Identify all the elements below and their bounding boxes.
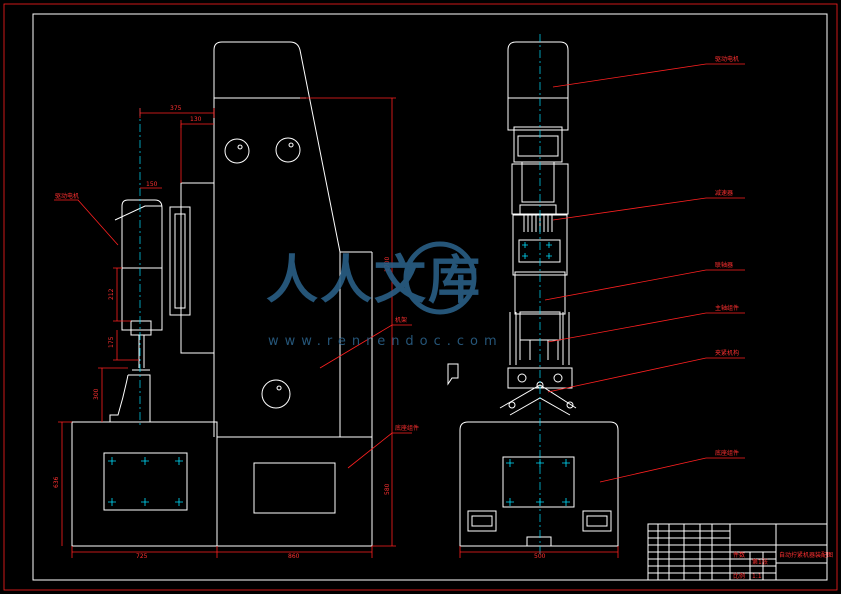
watermark: 人人文库 www.renrendoc.com <box>266 241 503 349</box>
callout-mid3: 主轴组件 <box>715 304 739 312</box>
material-label: 件数 <box>733 551 745 559</box>
inner-border <box>32 13 828 581</box>
callout-mid4: 夹紧机构 <box>715 349 739 357</box>
side-base-window <box>103 452 188 511</box>
side-dimensions: 375 130 150 212 175 300 636 725 860 1700… <box>53 97 419 560</box>
callout-mid1: 减速器 <box>715 189 733 197</box>
dim-300: 300 <box>93 388 100 400</box>
dim-725: 725 <box>136 553 148 560</box>
dim-130: 130 <box>190 116 202 123</box>
front-dimensions: 500 驱动电机 减速器 联轴器 主轴组件 夹紧机构 底座组件 <box>459 55 745 560</box>
dim-860: 860 <box>288 553 300 560</box>
callout-mid2: 联轴器 <box>715 261 733 269</box>
watermark-chars: 人人文库 <box>266 251 482 311</box>
dim-150: 150 <box>146 181 158 188</box>
callout-body: 机架 <box>395 316 407 324</box>
outer-border <box>3 3 838 591</box>
scale-value: 1:1 <box>752 573 762 580</box>
callout-left-head: 驱动电机 <box>55 192 79 200</box>
dim-580: 580 <box>384 483 391 495</box>
callout-base-right: 底座组件 <box>715 449 739 457</box>
sheet-label: 第1张 <box>752 558 768 566</box>
front-view <box>447 34 619 555</box>
dim-636: 636 <box>53 476 60 488</box>
watermark-url: www.renrendoc.com <box>268 334 503 349</box>
title-text: 自动拧紧机器装配图 <box>779 551 833 559</box>
dim-1700: 1700 <box>384 257 391 272</box>
side-view <box>71 41 373 547</box>
front-base-window <box>502 456 575 508</box>
dim-375: 375 <box>170 105 182 112</box>
dim-500: 500 <box>534 553 546 560</box>
dim-212: 212 <box>108 288 115 300</box>
title-block: 自动拧紧机器装配图 比例 1:1 件数 第1张 <box>647 523 833 581</box>
callout-base: 底座组件 <box>395 424 419 432</box>
scale-label: 比例 <box>733 572 745 580</box>
callout-top-right: 驱动电机 <box>715 55 739 63</box>
dim-175: 175 <box>108 336 115 348</box>
